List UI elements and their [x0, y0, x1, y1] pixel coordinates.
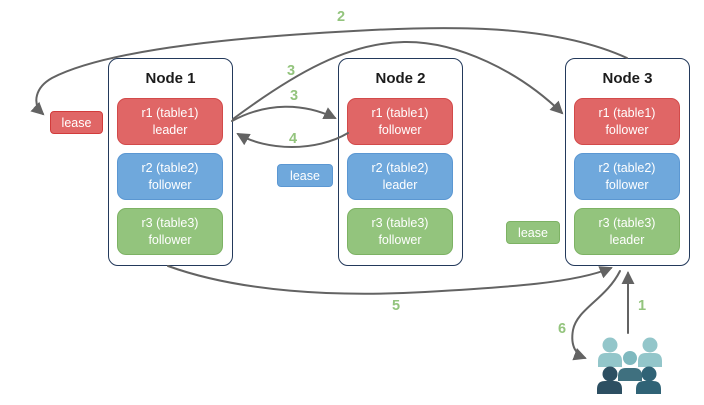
replica-box-r3: r3 (table3) leader: [574, 208, 680, 255]
replica-box-r2: r2 (table2) follower: [117, 153, 223, 200]
step-label-4: 4: [288, 131, 298, 147]
replica-label: r3 (table3): [371, 216, 429, 231]
lease-label-green: lease: [506, 221, 560, 244]
replica-box-r2: r2 (table2) leader: [347, 153, 453, 200]
replica-label: r3 (table3): [598, 216, 656, 231]
node-title: Node 3: [602, 70, 653, 87]
users-icon: [597, 337, 662, 394]
node-1: Node 1 r1 (table1) leader r2 (table2) fo…: [108, 58, 233, 266]
replica-box-r1: r1 (table1) follower: [347, 98, 453, 145]
lease-label-blue: lease: [277, 164, 333, 187]
replica-box-r1: r1 (table1) leader: [117, 98, 223, 145]
replica-label: r2 (table2): [598, 161, 656, 176]
replica-role: follower: [148, 232, 192, 247]
arrow-step-5: [167, 265, 613, 295]
replica-box-r1: r1 (table1) follower: [574, 98, 680, 145]
step-label-6: 6: [557, 321, 567, 337]
replica-label: r1 (table1): [598, 106, 656, 121]
replica-role: follower: [605, 122, 649, 137]
lease-label-red: lease: [50, 111, 103, 134]
step-label-2: 2: [336, 9, 346, 25]
replica-role: follower: [378, 122, 422, 137]
node-title: Node 1: [145, 70, 196, 87]
replica-label: r2 (table2): [141, 161, 199, 176]
replica-role: follower: [378, 232, 422, 247]
replica-role: follower: [605, 177, 649, 192]
arrow-step-3-to-node2: [231, 105, 337, 122]
replica-label: r2 (table2): [371, 161, 429, 176]
replica-box-r2: r2 (table2) follower: [574, 153, 680, 200]
replica-box-r3: r3 (table3) follower: [347, 208, 453, 255]
replica-role: leader: [152, 122, 188, 137]
replica-role: leader: [609, 232, 645, 247]
node-title: Node 2: [375, 70, 426, 87]
node-3: Node 3 r1 (table1) follower r2 (table2) …: [565, 58, 690, 266]
node-2: Node 2 r1 (table1) follower r2 (table2) …: [338, 58, 463, 266]
replica-role: leader: [382, 177, 418, 192]
step-label-5: 5: [391, 298, 401, 314]
replica-label: r1 (table1): [371, 106, 429, 121]
step-label-3b: 3: [289, 88, 299, 104]
replica-label: r1 (table1): [141, 106, 199, 121]
step-label-1: 1: [637, 298, 647, 314]
replica-role: follower: [148, 177, 192, 192]
step-label-3a: 3: [286, 63, 296, 79]
replica-label: r3 (table3): [141, 216, 199, 231]
replica-box-r3: r3 (table3) follower: [117, 208, 223, 255]
